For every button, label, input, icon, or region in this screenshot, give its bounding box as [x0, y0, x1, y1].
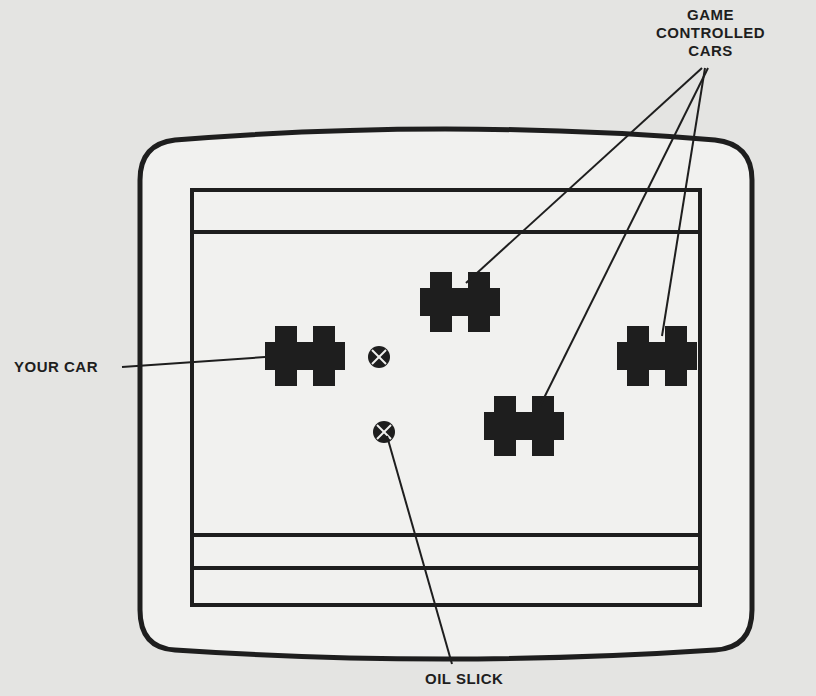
leader-line [466, 68, 702, 283]
oil-slick [373, 421, 395, 443]
track-edge [192, 566, 700, 570]
enemy-car [617, 326, 697, 386]
callout-label: GAME CONTROLLED CARS [656, 6, 765, 60]
leader-line [662, 68, 705, 336]
track-edge [192, 533, 700, 537]
leader-line [540, 68, 708, 406]
leader-line [122, 357, 265, 367]
screen-border [192, 190, 700, 605]
callout-label: YOUR CAR [14, 358, 98, 376]
enemy-car [484, 396, 564, 456]
oil-slick [368, 346, 390, 368]
player-car [265, 326, 345, 386]
track-edge [192, 230, 700, 234]
callout-label: OIL SLICK [425, 670, 503, 688]
tv-outline [140, 129, 752, 659]
leader-line [387, 436, 452, 664]
enemy-car [420, 272, 500, 332]
